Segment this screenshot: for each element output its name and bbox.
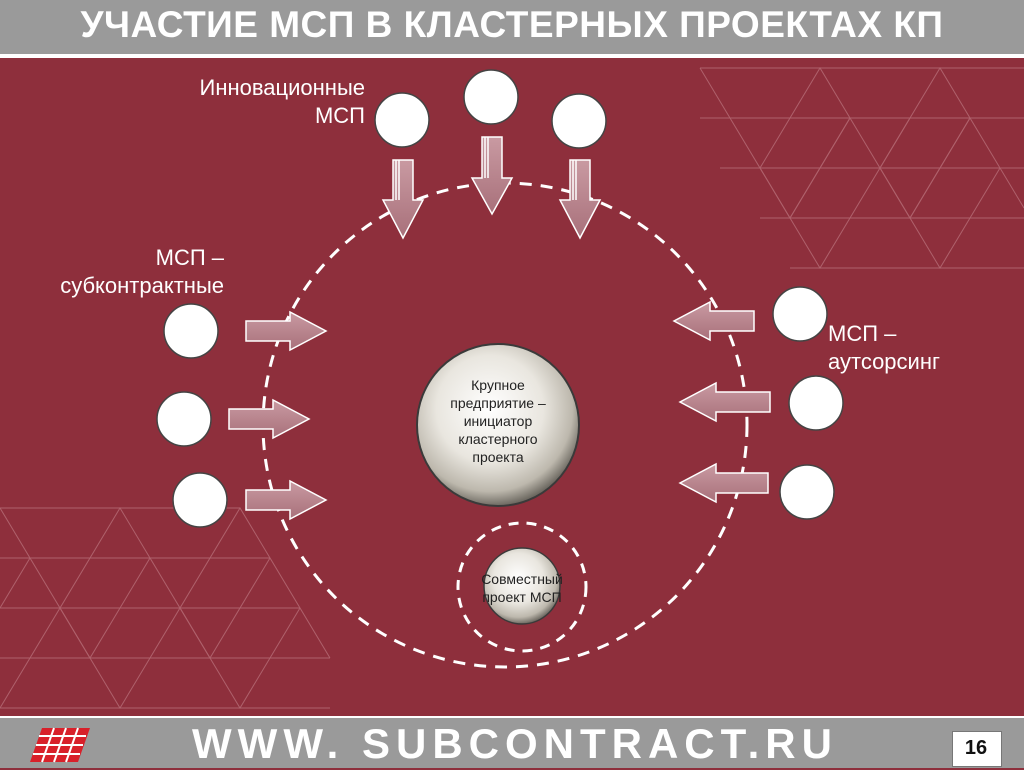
- center-node-label: Крупное предприятие – инициатор кластерн…: [450, 377, 546, 465]
- subcontract-logo-icon: [30, 727, 90, 763]
- joint-node: [483, 547, 561, 625]
- center-node: [416, 343, 580, 507]
- outsourcing-sme-label: МСП – аутсорсинг: [828, 321, 940, 374]
- subcontract-sme-label: МСП – субконтрактные: [60, 245, 224, 298]
- header-bar: [0, 0, 1024, 56]
- outsourcing-sme-circle: [779, 464, 835, 520]
- slide-title: УЧАСТИЕ МСП В КЛАСТЕРНЫХ ПРОЕКТАХ КП: [80, 4, 944, 45]
- outsourcing-sme-circle: [772, 286, 828, 342]
- innovative-sme-circle: [463, 69, 519, 125]
- innovative-sme-circle: [551, 93, 607, 149]
- innovative-sme-label: Инновационные МСП: [199, 75, 366, 128]
- joint-node-label: Совместный проект МСП: [481, 571, 563, 605]
- website-url: WWW. SUBCONTRACT.RU: [192, 720, 838, 767]
- footer-divider: [0, 716, 1024, 719]
- arrow-right: [228, 310, 328, 521]
- footer-bar: [0, 718, 1024, 768]
- subcontract-sme-circle: [156, 391, 212, 447]
- joint-orbit: [456, 521, 588, 653]
- header-divider: [0, 54, 1024, 58]
- background-pattern: [0, 67, 1024, 709]
- arrow-down: [381, 136, 602, 240]
- page-number: 16: [964, 737, 988, 759]
- outsourcing-sme-circle: [788, 375, 844, 431]
- subcontract-sme-circle: [172, 472, 228, 528]
- page-number-box: [952, 731, 1002, 767]
- innovative-sme-circle: [374, 92, 430, 148]
- subcontract-sme-circle: [163, 303, 219, 359]
- arrow-left: [672, 300, 771, 504]
